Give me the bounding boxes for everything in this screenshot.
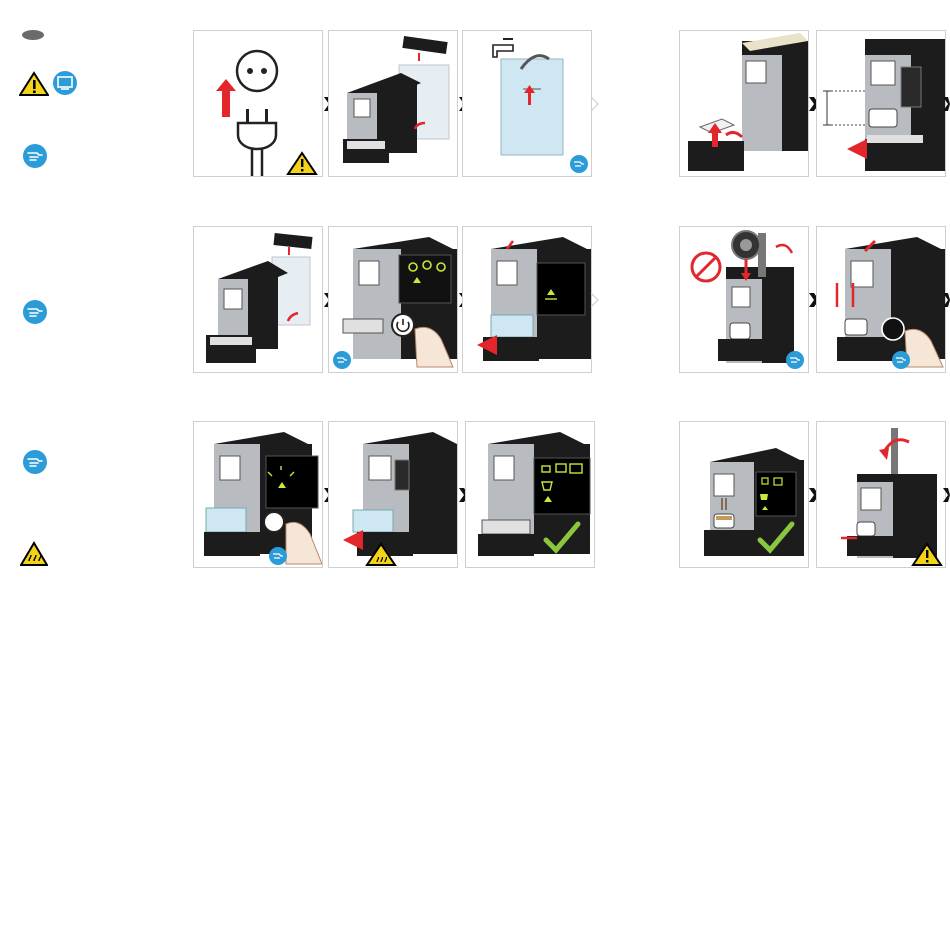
step-remove-container bbox=[328, 421, 458, 568]
hand-info-icon bbox=[22, 449, 48, 475]
warning-triangle-icon bbox=[19, 71, 49, 97]
step-insert-capsule bbox=[679, 226, 809, 373]
next-step-arrow bbox=[942, 97, 950, 111]
hand-info-icon bbox=[892, 351, 910, 369]
hot-surface-warning-icon bbox=[20, 541, 48, 567]
step-machine-ready bbox=[465, 421, 595, 568]
hand-info-icon bbox=[22, 143, 48, 169]
step-coffee-dispensing bbox=[679, 421, 809, 568]
step-fill-water-tank bbox=[462, 30, 592, 177]
next-step-arrow bbox=[942, 488, 950, 502]
step-insert-water-tank bbox=[193, 226, 323, 373]
grey-oval-marker bbox=[21, 29, 45, 41]
hand-info-icon bbox=[570, 155, 588, 173]
step-remove-water-tank-lid bbox=[328, 30, 458, 177]
step-press-power-button bbox=[328, 226, 458, 373]
hand-info-icon bbox=[22, 299, 48, 325]
next-step-arrow bbox=[942, 293, 950, 307]
step-remove-drip-tray bbox=[679, 30, 809, 177]
step-press-rinse-button bbox=[193, 421, 323, 568]
step-adjust-cup-height bbox=[816, 30, 946, 177]
hand-info-icon bbox=[786, 351, 804, 369]
hand-info-icon bbox=[269, 547, 287, 565]
manual-info-icon bbox=[52, 70, 78, 96]
step-place-container bbox=[462, 226, 592, 373]
hand-info-icon bbox=[333, 351, 351, 369]
next-step-arrow-light bbox=[589, 293, 601, 307]
step-plug-into-socket bbox=[193, 30, 323, 177]
step-lift-lever-eject bbox=[816, 421, 946, 568]
warning-triangle-icon bbox=[288, 153, 316, 174]
step-close-lever-press bbox=[816, 226, 946, 373]
next-step-arrow-light bbox=[589, 97, 601, 111]
